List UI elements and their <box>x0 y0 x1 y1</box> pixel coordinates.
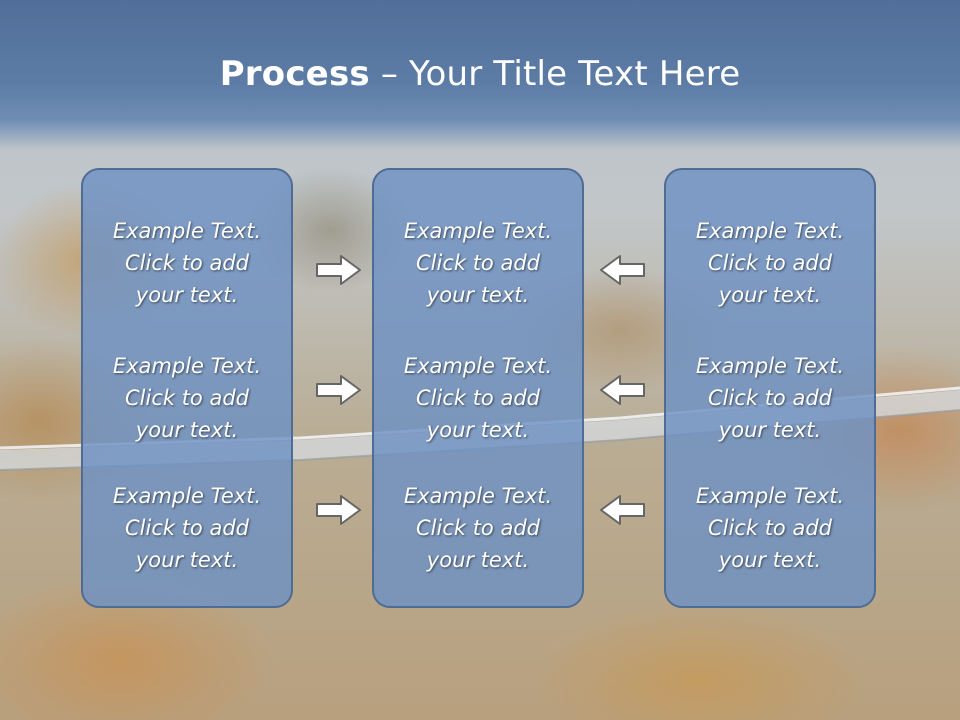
panel-text[interactable]: Example Text. Click to add your text. <box>112 354 262 442</box>
panel-text[interactable]: Example Text. Click to add your text. <box>695 484 845 572</box>
slide-title[interactable]: Process – Your Title Text Here <box>0 52 960 96</box>
right-arrow-icon[interactable] <box>315 493 363 527</box>
title-bold: Process <box>219 54 370 94</box>
panel-text[interactable]: Example Text. Click to add your text. <box>403 354 553 442</box>
process-panel-center[interactable]: Example Text. Click to add your text. Ex… <box>372 168 584 608</box>
left-arrow-icon[interactable] <box>598 493 646 527</box>
header-band <box>0 0 960 150</box>
right-arrow-icon[interactable] <box>315 253 363 287</box>
left-arrow-icon[interactable] <box>598 253 646 287</box>
left-arrow-icon[interactable] <box>598 373 646 407</box>
title-rest: – Your Title Text Here <box>369 54 741 94</box>
process-panel-right[interactable]: Example Text. Click to add your text. Ex… <box>664 168 876 608</box>
panel-text[interactable]: Example Text. Click to add your text. <box>112 219 262 307</box>
panel-text[interactable]: Example Text. Click to add your text. <box>112 484 262 572</box>
right-arrow-icon[interactable] <box>315 373 363 407</box>
panel-text[interactable]: Example Text. Click to add your text. <box>695 354 845 442</box>
panel-text[interactable]: Example Text. Click to add your text. <box>695 219 845 307</box>
panel-text[interactable]: Example Text. Click to add your text. <box>403 219 553 307</box>
process-panel-left[interactable]: Example Text. Click to add your text. Ex… <box>81 168 293 608</box>
panel-text[interactable]: Example Text. Click to add your text. <box>403 484 553 572</box>
